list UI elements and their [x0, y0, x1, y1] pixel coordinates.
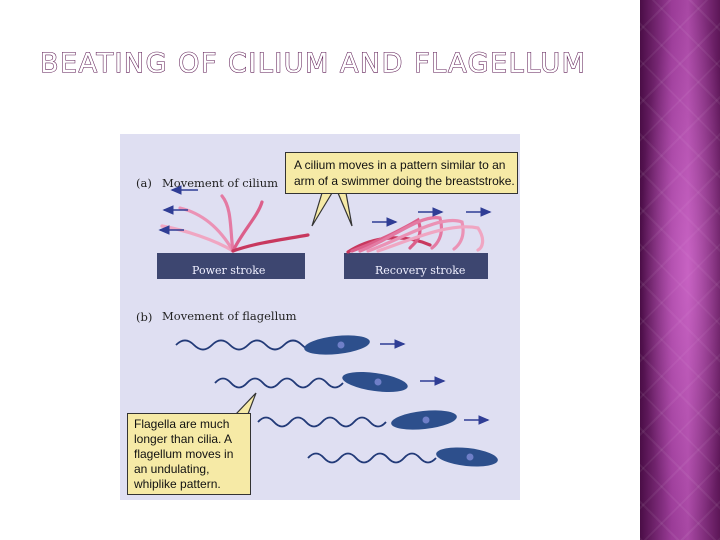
callout-line: A cilium moves in a pattern similar to a…	[294, 158, 506, 172]
flagellated-cell-2	[214, 371, 446, 393]
recovery-stroke-arrows	[372, 207, 492, 227]
cilium-icon	[350, 217, 422, 253]
power-stroke-label: Power stroke	[192, 264, 266, 277]
flagellum-icon	[257, 416, 387, 428]
callout-pointer	[235, 392, 257, 415]
recovery-stroke-cilia	[346, 216, 485, 254]
callout-line: arm of a swimmer doing the breaststroke.	[294, 174, 515, 188]
cilium-icon	[366, 219, 465, 253]
cilium-icon	[231, 233, 310, 253]
cilium-icon	[376, 225, 485, 253]
callout-line: whiplike pattern.	[134, 477, 221, 491]
callout-pointer	[311, 192, 333, 227]
flagellated-cell-1	[175, 335, 406, 355]
part-a-letter: (a)	[136, 176, 152, 190]
flagellum-icon	[175, 339, 321, 351]
cilium-icon	[178, 206, 235, 253]
flagellated-cell-4	[307, 447, 498, 467]
cilium-callout: A cilium moves in a pattern similar to a…	[285, 152, 518, 194]
cilium-icon	[358, 216, 444, 253]
recovery-stroke-label: Recovery stroke	[375, 264, 466, 277]
flagellated-cell-3	[257, 410, 490, 430]
cell-body-icon	[304, 335, 370, 355]
callout-pointer	[337, 192, 353, 227]
power-stroke-surface	[157, 253, 305, 279]
slide-title: BEATING OF CILIUM AND FLAGELLUM	[39, 47, 587, 79]
flagellum-callout: Flagella are much longer than cilia. A f…	[127, 413, 251, 495]
power-stroke-arrows	[158, 185, 198, 235]
callout-line: flagellum moves in	[134, 447, 234, 461]
part-b-heading: Movement of flagellum	[162, 309, 297, 323]
cilium-icon	[231, 200, 264, 253]
part-a-heading: Movement of cilium	[162, 176, 279, 190]
flagellum-icon	[214, 377, 344, 389]
decorative-side-band	[640, 0, 720, 540]
cilium-icon	[220, 194, 235, 253]
callout-line: an undulating,	[134, 462, 210, 476]
callout-line: longer than cilia. A	[134, 432, 233, 446]
callout-line: Flagella are much	[134, 417, 230, 431]
flagellum-icon	[307, 452, 437, 464]
power-stroke-cilia	[160, 194, 310, 253]
recovery-stroke-surface	[344, 253, 488, 279]
part-b-letter: (b)	[136, 310, 153, 324]
